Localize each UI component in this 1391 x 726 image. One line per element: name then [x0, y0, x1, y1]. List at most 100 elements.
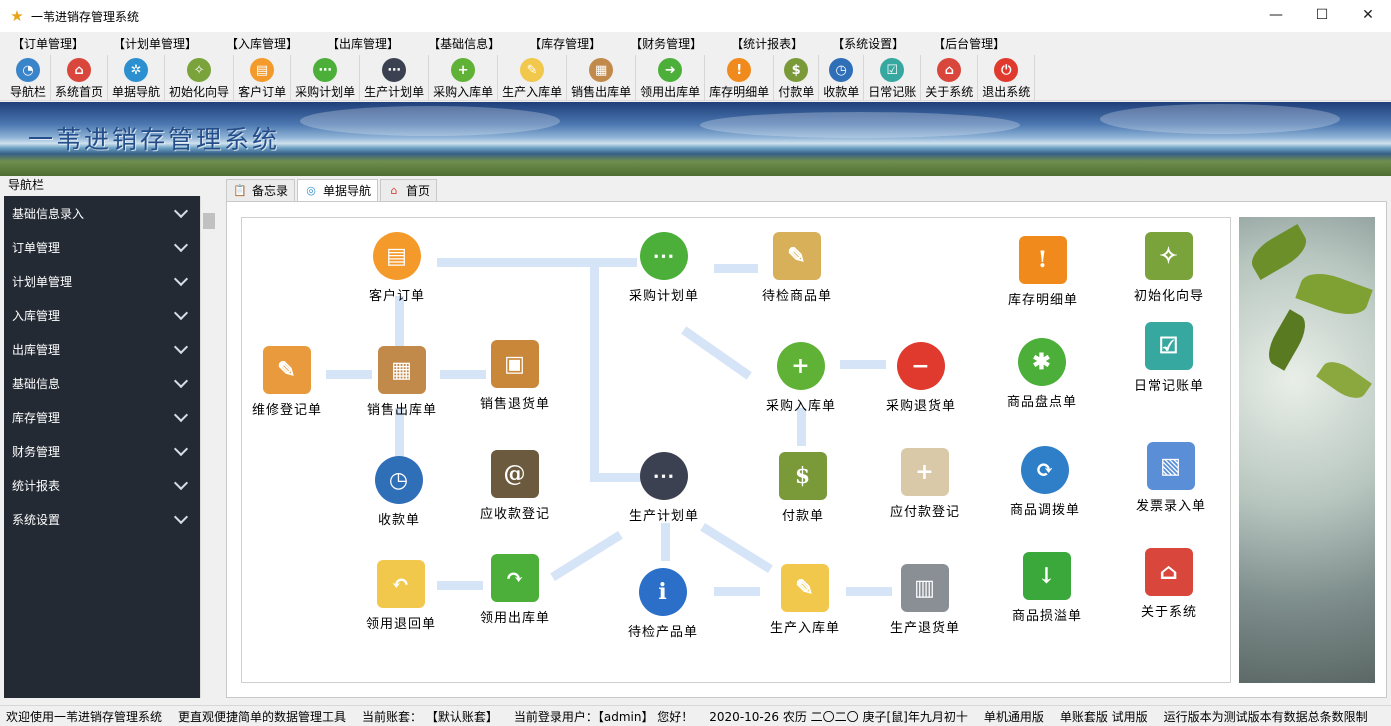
toolbar-purchase-in-button[interactable]: +采购入库单 [429, 55, 499, 101]
goods-box-icon: ✎ [773, 232, 821, 280]
sidebar-item-0[interactable]: 基础信息录入 [4, 196, 200, 230]
sidebar-item-7[interactable]: 财务管理 [4, 434, 200, 468]
flow-node-pending-goods[interactable]: ✎待检商品单 [742, 232, 852, 304]
sidebar-item-label: 基础信息 [12, 376, 61, 391]
memo-icon: 📋 [233, 184, 247, 197]
flow-node-label: 关于系统 [1140, 605, 1197, 620]
toolbar-document-nav-button[interactable]: ✲单据导航 [108, 55, 166, 101]
sidebar-item-label: 财务管理 [12, 444, 61, 459]
tab-document-nav[interactable]: ◎单据导航 [297, 179, 379, 201]
menu-inbound[interactable]: 【入库管理】 [226, 36, 299, 51]
arrow-forward-icon: ↷ [491, 554, 539, 602]
banner: 一苇进销存管理系统 [0, 102, 1391, 176]
flow-node-use-out[interactable]: ↷ 领用出库单 [460, 554, 570, 626]
tab-memo-label: 备忘录 [252, 184, 289, 198]
flow-node-about[interactable]: ⌂关于系统 [1114, 548, 1224, 620]
toolbar-sales-out-button[interactable]: ▦销售出库单 [567, 55, 637, 101]
flow-node-label: 发票录入单 [1135, 499, 1206, 514]
flow-node-loss-overflow[interactable]: ↓商品损溢单 [992, 552, 1102, 624]
toolbar-label: 退出系统 [982, 85, 1031, 99]
flow-node-purchase-in[interactable]: +采购入库单 [746, 342, 856, 414]
toolbar-exit-button[interactable]: ⏻退出系统 [978, 55, 1036, 101]
sidebar-item-8[interactable]: 统计报表 [4, 468, 200, 502]
toolbar-receipt-button[interactable]: ◷收款单 [819, 55, 865, 101]
toolbar-label: 系统首页 [55, 85, 104, 99]
flow-node-use-return[interactable]: ↶领用退回单 [346, 560, 456, 632]
arrow-back-icon: ↶ [377, 560, 425, 608]
flow-node-init-wizard[interactable]: ✧初始化向导 [1114, 232, 1224, 304]
sidebar-item-2[interactable]: 计划单管理 [4, 264, 200, 298]
sidebar-item-label: 出库管理 [12, 342, 61, 357]
box-icon: ▦ [378, 346, 426, 394]
toolbar-init-wizard-button[interactable]: ✧初始化向导 [165, 55, 235, 101]
flow-node-receivable[interactable]: @应收款登记 [460, 450, 570, 522]
toolbar-payment-button[interactable]: $付款单 [774, 55, 820, 101]
toolbar-label: 生产计划单 [364, 85, 425, 99]
maximize-button[interactable]: ☐ [1315, 7, 1329, 23]
toolbar-system-home-button[interactable]: ⌂系统首页 [51, 55, 109, 101]
toolbar-purchase-plan-button[interactable]: ⋯采购计划单 [291, 55, 361, 101]
sidebar-scrollbar[interactable] [200, 196, 216, 698]
toolbar-inventory-detail-button[interactable]: !库存明细单 [705, 55, 775, 101]
flow-node-purchase-return[interactable]: −采购退货单 [866, 342, 976, 414]
flow-node-production-plan[interactable]: ⋯生产计划单 [609, 452, 719, 524]
flow-node-stocktake[interactable]: ✱商品盘点单 [987, 338, 1097, 410]
toolbar-use-out-button[interactable]: ➜领用出库单 [636, 55, 706, 101]
flow-node-sales-return[interactable]: ▣销售退货单 [460, 340, 570, 412]
sidebar-item-5[interactable]: 基础信息 [4, 366, 200, 400]
flow-node-sales-out[interactable]: ▦ 销售出库单 [347, 346, 457, 418]
menu-admin[interactable]: 【后台管理】 [933, 36, 1006, 51]
toolbar-production-plan-button[interactable]: ⋯生产计划单 [360, 55, 430, 101]
chevron-down-icon [173, 509, 189, 524]
close-button[interactable]: ✕ [1362, 7, 1374, 23]
menu-inventory[interactable]: 【库存管理】 [529, 36, 602, 51]
repair-icon: ✎ [263, 346, 311, 394]
menu-reports[interactable]: 【统计报表】 [731, 36, 804, 51]
flow-node-receipt[interactable]: ◷收款单 [344, 456, 454, 528]
flow-node-label: 领用出库单 [479, 611, 550, 626]
toolbar-customer-order-button[interactable]: ▤客户订单 [234, 55, 292, 101]
menu-settings[interactable]: 【系统设置】 [832, 36, 905, 51]
menu-finance[interactable]: 【财务管理】 [630, 36, 703, 51]
flow-node-inventory-detail[interactable]: !库存明细单 [988, 236, 1098, 308]
flow-node-label: 销售出库单 [366, 403, 437, 418]
flow-node-purchase-plan[interactable]: ⋯采购计划单 [609, 232, 719, 304]
status-slogan: 更直观便捷简单的数据管理工具 [178, 709, 347, 724]
toolbar-production-in-button[interactable]: ✎生产入库单 [498, 55, 568, 101]
toolbar: ◔导航栏⌂系统首页✲单据导航✧初始化向导▤客户订单⋯采购计划单⋯生产计划单+采购… [0, 55, 1391, 101]
toolbar-about-button[interactable]: ⌂关于系统 [921, 55, 979, 101]
sidebar-item-1[interactable]: 订单管理 [4, 230, 200, 264]
tab-memo[interactable]: 📋 备忘录 [226, 179, 296, 201]
flow-node-payable[interactable]: +应付款登记 [870, 448, 980, 520]
sidebar-item-9[interactable]: 系统设置 [4, 502, 200, 536]
sidebar-item-3[interactable]: 入库管理 [4, 298, 200, 332]
flow-node-transfer[interactable]: ⟳商品调拨单 [990, 446, 1100, 518]
minimize-button[interactable]: — [1269, 7, 1283, 23]
flow-node-production-return[interactable]: ▥生产退货单 [870, 564, 980, 636]
flow-node-daily-account[interactable]: ☑日常记账单 [1114, 322, 1224, 394]
flow-node-payment[interactable]: $付款单 [748, 452, 858, 524]
status-account-set: 当前账套： 【默认账套】 [362, 709, 498, 724]
toolbar-nav-button[interactable]: ◔导航栏 [6, 55, 52, 101]
menu-outbound[interactable]: 【出库管理】 [327, 36, 400, 51]
status-edition: 单机通用版 [983, 709, 1044, 724]
chevron-down-icon [173, 271, 189, 286]
menu-basic-info[interactable]: 【基础信息】 [428, 36, 501, 51]
toolbar-daily-account-button[interactable]: ☑日常记账 [864, 55, 922, 101]
flow-node-repair[interactable]: ✎维修登记单 [232, 346, 342, 418]
info-icon: i [639, 568, 687, 616]
sidebar-item-4[interactable]: 出库管理 [4, 332, 200, 366]
tab-home[interactable]: ⌂首页 [380, 179, 438, 201]
flow-node-invoice[interactable]: ▧发票录入单 [1116, 442, 1226, 514]
menu-plan[interactable]: 【计划单管理】 [113, 36, 198, 51]
toolbar-label: 单据导航 [112, 85, 161, 99]
flow-node-customer-order[interactable]: ▤客户订单 [342, 232, 452, 304]
status-bar: 欢迎使用一苇进销存管理系统 更直观便捷简单的数据管理工具 当前账套： 【默认账套… [0, 705, 1391, 726]
house-icon: ⌂ [937, 58, 962, 82]
sidebar-item-6[interactable]: 库存管理 [4, 400, 200, 434]
sidebar-item-label: 系统设置 [12, 512, 61, 527]
flow-node-production-in[interactable]: ✎生产入库单 [750, 564, 860, 636]
chevron-down-icon [173, 407, 189, 422]
menu-order[interactable]: 【订单管理】 [12, 36, 85, 51]
